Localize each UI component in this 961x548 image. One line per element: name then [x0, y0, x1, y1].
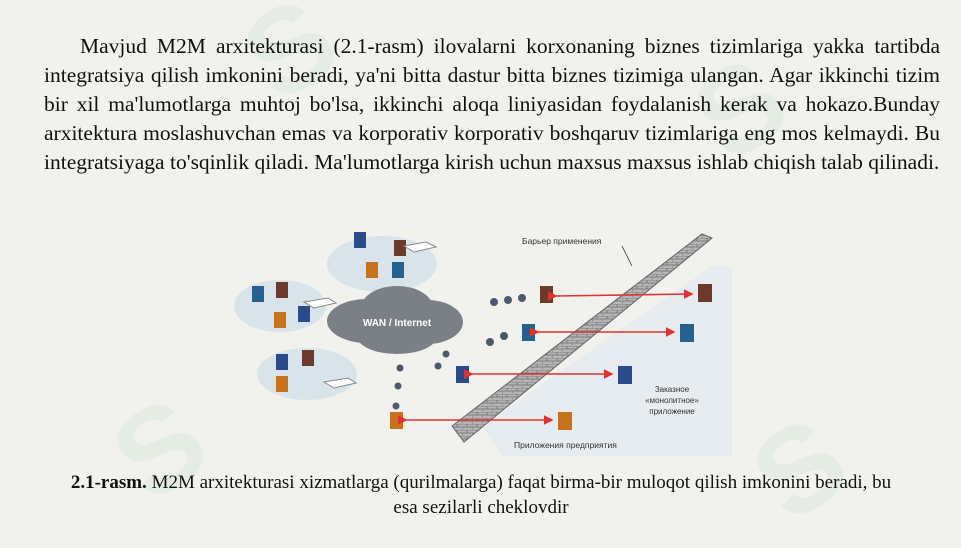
barrier-label: Барьер применения	[522, 236, 602, 246]
enterprise-apps-label: Приложения предприятия	[514, 440, 617, 450]
device-gateway-4	[390, 412, 403, 429]
device-cluster-left	[252, 282, 338, 328]
enterprise-app-3	[618, 366, 632, 384]
device-gateway-3	[456, 366, 469, 383]
body-paragraph: Mavjud M2M arxitekturasi (2.1-rasm) ilov…	[44, 34, 940, 174]
wan-cloud: WAN / Internet	[327, 286, 463, 354]
caption-text: M2M arxitekturasi xizmatlarga (qurilmala…	[146, 472, 892, 518]
wan-label: WAN / Internet	[363, 318, 432, 329]
connection-dots	[392, 294, 526, 410]
watermark: S	[728, 391, 872, 547]
enterprise-zone	[482, 266, 732, 456]
site-top	[327, 236, 437, 292]
architecture-diagram: WAN / Internet Барьер применения	[234, 232, 732, 456]
caption-number: 2.1-rasm.	[70, 472, 147, 493]
monolith-label-line1: Заказное	[655, 385, 690, 394]
device-gateway-2	[522, 324, 535, 341]
device-gateway-1	[540, 286, 553, 303]
enterprise-app-2	[680, 324, 694, 342]
device-cluster-bottom	[276, 350, 358, 392]
device-cluster-top	[354, 232, 438, 278]
monolith-label-line2: «монолитное»	[645, 396, 699, 405]
m2m-architecture-figure: WAN / Internet Барьер применения	[232, 226, 732, 466]
connection-arrows	[398, 289, 694, 425]
enterprise-app-1	[698, 284, 712, 302]
monolith-label-line3: приложение	[649, 407, 695, 416]
enterprise-app-4	[558, 412, 572, 430]
figure-caption: 2.1-rasm. M2M arxitekturasi xizmatlarga …	[60, 470, 902, 520]
